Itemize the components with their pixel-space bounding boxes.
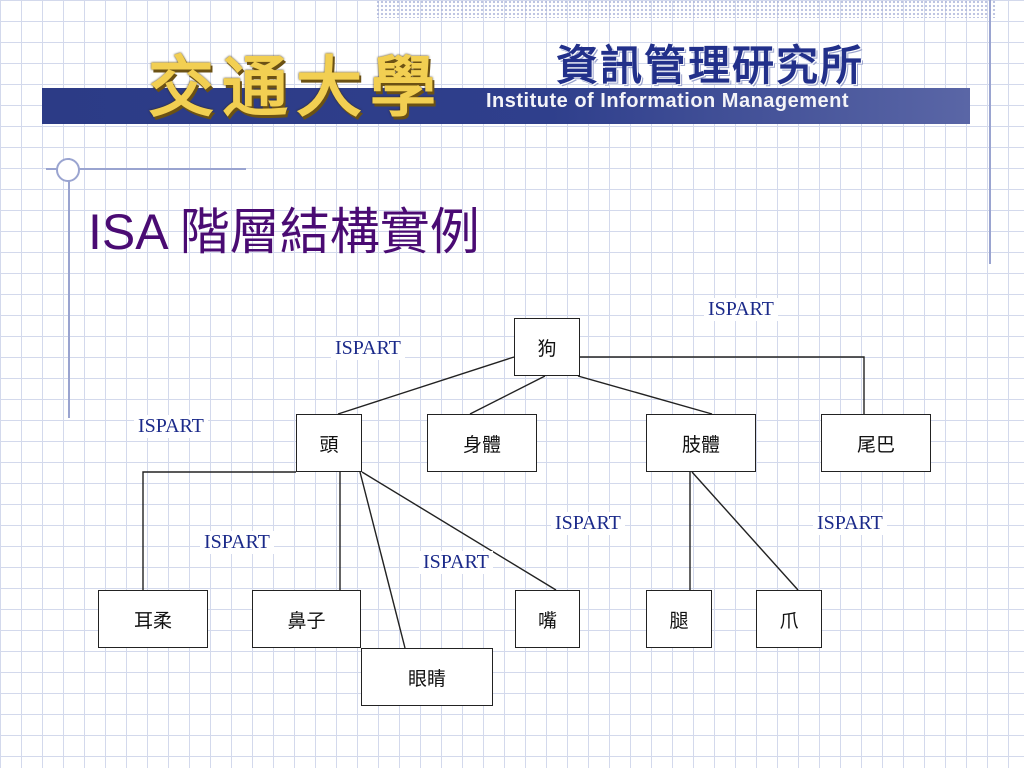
- node-ear: 耳柔: [98, 590, 208, 648]
- decorative-circle: [56, 158, 80, 182]
- decorative-horizontal-line: [46, 168, 246, 170]
- edge-head-eyes: [359, 471, 406, 649]
- node-body: 身體: [427, 414, 537, 472]
- node-nose: 鼻子: [252, 590, 361, 648]
- edge-limbs-claw: [691, 471, 799, 591]
- relation-label: ISPART: [813, 512, 887, 535]
- node-tail: 尾巴: [821, 414, 931, 472]
- slide-title: ISA 階層結構實例: [88, 204, 480, 260]
- edge-dog-limbs: [577, 375, 713, 415]
- decorative-vertical-line-right: [989, 0, 991, 264]
- banner-dot-pattern: [376, 0, 996, 18]
- relation-label: ISPART: [200, 531, 274, 554]
- node-limbs: 肢體: [646, 414, 756, 472]
- edge-dog-body: [469, 375, 546, 415]
- university-logo: 交通大學: [148, 48, 444, 126]
- decorative-vertical-line-left: [68, 158, 70, 418]
- node-mouth: 嘴: [515, 590, 580, 648]
- relation-label: ISPART: [331, 337, 405, 360]
- relation-label: ISPART: [704, 298, 778, 321]
- node-claw: 爪: [756, 590, 822, 648]
- header-banner: [42, 88, 970, 124]
- relation-label: ISPART: [419, 551, 493, 574]
- node-head: 頭: [296, 414, 362, 472]
- node-eyes: 眼睛: [361, 648, 493, 706]
- institute-name-chinese: 資訊管理研究所: [556, 41, 865, 90]
- node-dog: 狗: [514, 318, 580, 376]
- relation-label: ISPART: [134, 415, 208, 438]
- edge-dog-tail: [580, 356, 865, 414]
- edge-head-ear: [142, 471, 296, 590]
- node-leg: 腿: [646, 590, 712, 648]
- institute-name-english: Institute of Information Management: [486, 90, 850, 112]
- relation-label: ISPART: [551, 512, 625, 535]
- edge-head-mouth: [361, 471, 557, 591]
- edge-dog-head: [337, 356, 515, 415]
